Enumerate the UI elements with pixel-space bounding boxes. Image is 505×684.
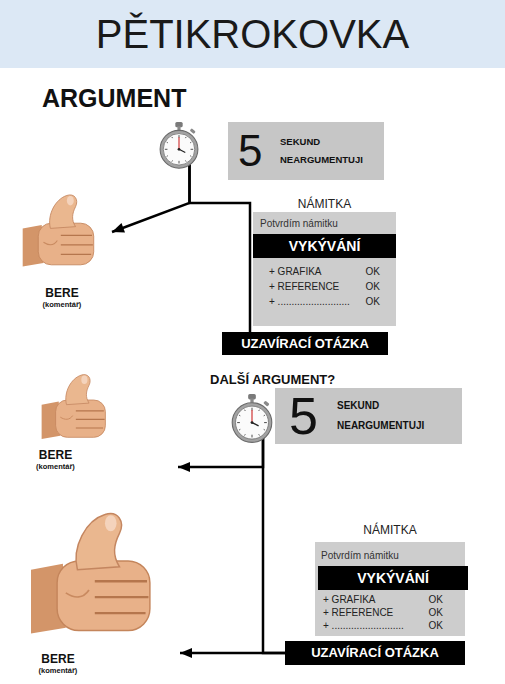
result-note: (komentář) (28, 666, 88, 675)
band-text: UZAVÍRACÍ OTÁZKA (311, 641, 439, 665)
checklist-ok: OK (429, 594, 443, 606)
stopwatch-icon (230, 394, 274, 445)
black-band: UZAVÍRACÍ OTÁZKA (222, 332, 388, 355)
thumb-caption: BERE(komentář) (28, 652, 88, 675)
title-text: PĚTIKROKOVKA (0, 11, 505, 57)
result-word: BERE (28, 652, 88, 666)
flow-connector (263, 434, 285, 653)
checklist-ok: OK (429, 607, 443, 619)
band-text: VYKÝVÁNÍ (357, 566, 429, 590)
objection-box: NÁMITKA Potvrdím námitku + GRAFIKA OK + REFE… (315, 522, 465, 636)
black-band: VYKÝVÁNÍ (318, 566, 468, 590)
result-word: BERE (22, 286, 102, 300)
thumb-caption: BERE(komentář) (22, 286, 102, 309)
timer-caption: SEKUND NEARGUMENTUJI (280, 133, 378, 169)
timer-box: 5 SEKUND NEARGUMENTUJI (230, 386, 462, 446)
result-note: (komentář) (28, 462, 83, 471)
flow-question: DALŠÍ ARGUMENT? (210, 372, 335, 388)
timer-panel: 5 SEKUND NEARGUMENTUJI (275, 388, 462, 444)
checklist-ok: OK (366, 281, 380, 293)
result-word: BERE (28, 448, 83, 462)
objection-note: Potvrdím námitku (260, 218, 338, 230)
checklist-item: + REFERENCE (269, 281, 339, 293)
timer-box: 5 SEKUND NEARGUMENTUJI (158, 118, 384, 180)
black-band: VYKÝVÁNÍ (253, 234, 396, 258)
thumbs-up-hand (33, 372, 128, 442)
band-text: VYKÝVÁNÍ (289, 234, 361, 258)
checklist-ok: OK (429, 620, 443, 632)
checklist-ok: OK (366, 296, 380, 308)
thumb-caption: BERE(komentář) (28, 448, 83, 471)
black-band: UZAVÍRACÍ OTÁZKA (285, 641, 465, 665)
objection-note: Potvrdím námitku (321, 550, 399, 562)
result-note: (komentář) (22, 300, 102, 309)
thumbs-up-hand (22, 192, 110, 270)
text-node: ARGUMENT (42, 84, 186, 113)
checklist-item: + .......................... (323, 620, 404, 632)
checklist-item: + GRAFIKA (323, 594, 376, 606)
checklist-item: + GRAFIKA (269, 266, 322, 278)
thumb-result: BERE(komentář) (28, 370, 178, 482)
stopwatch-icon (158, 122, 200, 170)
thumb-result: BERE(komentář) (22, 190, 112, 315)
objection-heading: NÁMITKA (253, 196, 396, 212)
seconds-number: 5 (289, 388, 318, 444)
objection-box: NÁMITKA Potvrdím námitku + GRAFIKA OK + REFE… (253, 196, 396, 326)
flow-connector (112, 161, 190, 233)
timer-panel: 5 SEKUND NEARGUMENTUJI (228, 122, 384, 180)
thumbs-up-hand (31, 505, 176, 643)
thumb-result: BERE(komentář) (28, 505, 180, 680)
flow-connector (190, 161, 251, 332)
timer-caption: SEKUND NEARGUMENTUJI (337, 396, 449, 436)
checklist-item: + .......................... (269, 296, 350, 308)
seconds-number: 5 (238, 122, 262, 180)
checklist-item: + REFERENCE (323, 607, 393, 619)
checklist-ok: OK (366, 266, 380, 278)
node-title: ARGUMENT (42, 84, 186, 113)
flow-connector (180, 648, 285, 658)
objection-heading: NÁMITKA (315, 522, 465, 538)
title-band: PĚTIKROKOVKA (0, 0, 505, 68)
band-text: UZAVÍRACÍ OTÁZKA (241, 332, 369, 355)
